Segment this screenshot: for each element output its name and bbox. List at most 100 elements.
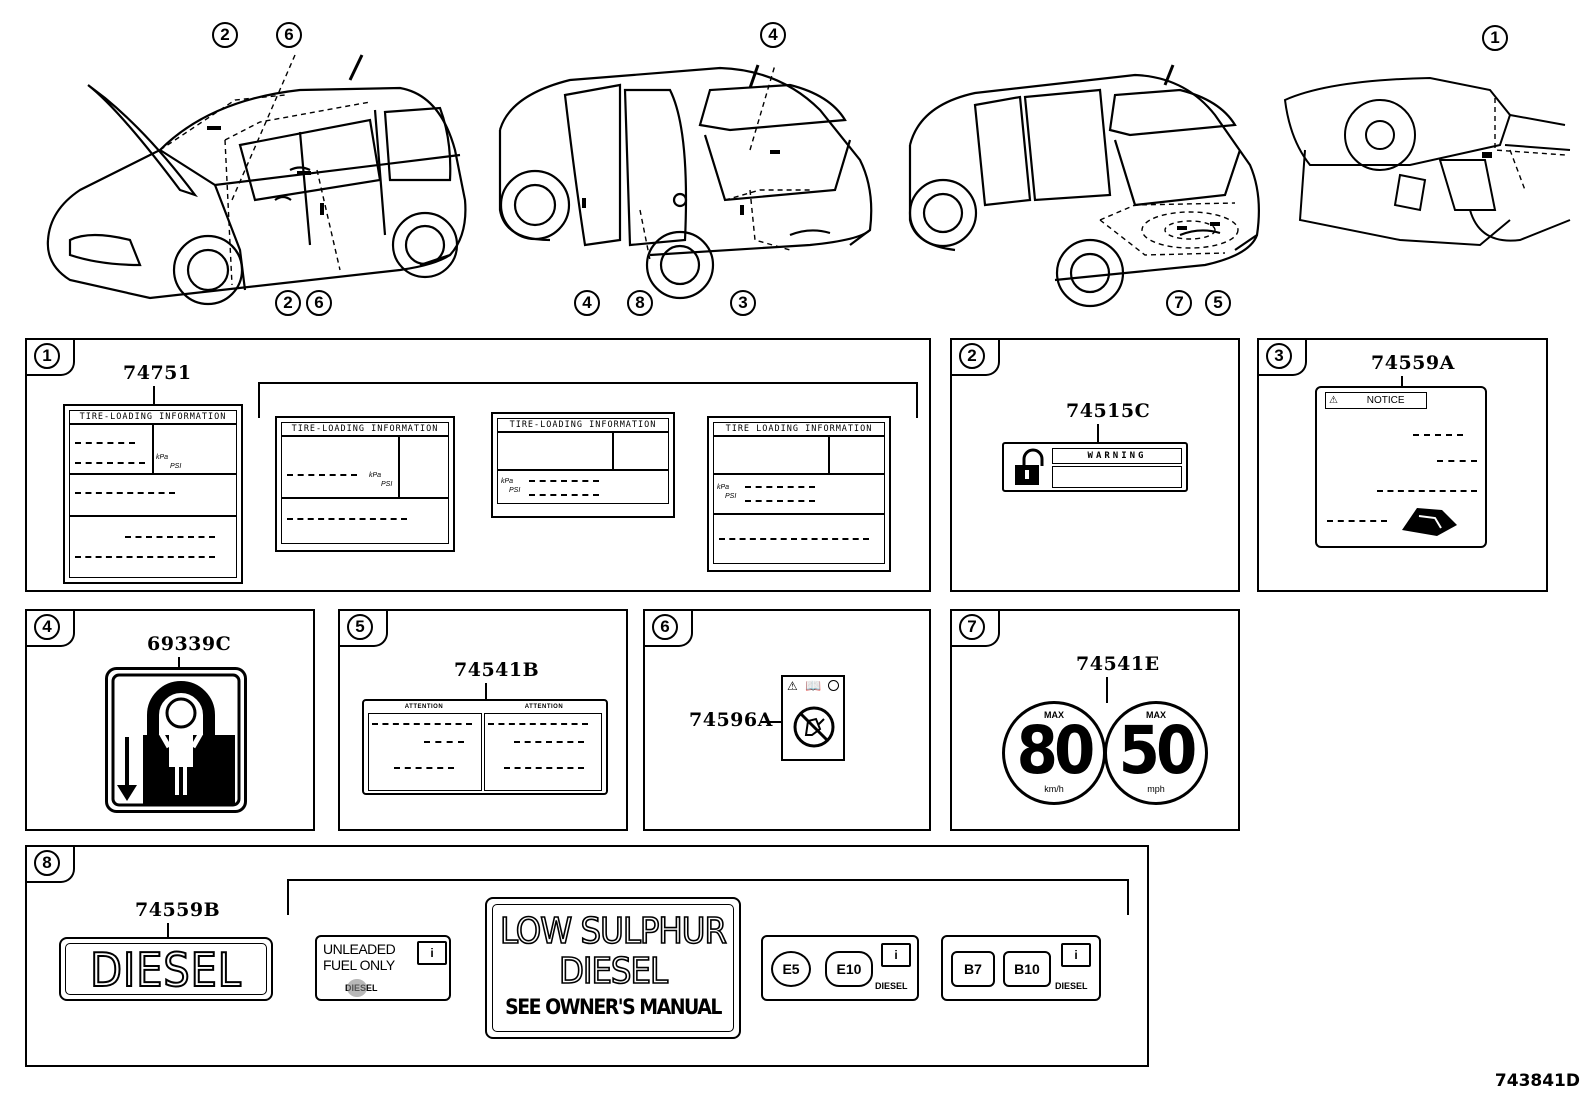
tire-label-c: TIRE-LOADING INFORMATION kPa PSI [491, 412, 675, 518]
notice-label: ⚠ NOTICE [1315, 386, 1487, 548]
part-number-69339C: 69339C [147, 633, 232, 655]
leader-line [1401, 376, 1403, 388]
b10-badge: B10 [1003, 951, 1051, 987]
notice-heading: NOTICE [1366, 395, 1405, 406]
low-sulphur-line2: DIESEL [558, 950, 669, 993]
tire-label-heading: TIRE-LOADING INFORMATION [69, 410, 237, 424]
panel-number: 4 [34, 614, 60, 640]
panel-5-attention: 5 74541B ATTENTION ATTENTION [338, 609, 628, 831]
car-rear-spare-tire-illustration [908, 64, 1260, 308]
kpa-label: kPa [717, 484, 730, 491]
text-placeholder [394, 767, 454, 769]
panel-tab: 3 [1257, 338, 1307, 376]
speed-unit-mph: mph [1147, 784, 1165, 794]
tire-label-heading: TIRE-LOADING INFORMATION [281, 422, 449, 436]
label-section [713, 474, 885, 514]
airbag-warning-label: ⚠ 📖 [781, 675, 845, 761]
tire-label-b: TIRE-LOADING INFORMATION kPa PSI [275, 416, 455, 552]
callout-6-car1-top: 6 [276, 22, 302, 48]
text-placeholder [75, 556, 215, 558]
part-number-74751: 74751 [123, 362, 192, 384]
text-placeholder [424, 741, 464, 743]
text-placeholder [719, 538, 869, 540]
text-placeholder [287, 474, 357, 476]
label-section [829, 436, 885, 474]
attention-label: ATTENTION ATTENTION [362, 699, 608, 795]
attention-right-header: ATTENTION [524, 704, 564, 710]
panel-tab: 8 [25, 845, 75, 883]
panel-2-warning: 2 74515C WARNING [950, 338, 1240, 592]
speed-sign-kmh: MAX 80 km/h [1002, 701, 1106, 805]
no-rear-facing-seat-icon [793, 706, 835, 748]
leader-line [167, 923, 169, 937]
variant-bracket [287, 879, 1129, 915]
part-number-74559B: 74559B [135, 899, 221, 921]
kpa-label: kPa [501, 478, 514, 485]
low-sulphur-inner-frame [492, 904, 734, 1032]
manual-book-icon: 📖 [805, 678, 822, 693]
low-sulphur-line3: SEE OWNER'S MANUAL [505, 995, 722, 1019]
warning-triangle-icon: ⚠ [1329, 395, 1338, 406]
text-placeholder [1413, 434, 1463, 436]
panel-1-tire-loading: 1 74751 TIRE-LOADING INFORMATION kPa PSI… [25, 338, 931, 592]
b7-badge: B7 [951, 951, 995, 987]
label-section [713, 514, 885, 564]
speed-max-label: MAX [1044, 710, 1064, 720]
speed-value-80: 80 [1016, 712, 1096, 789]
callout-8-car2: 8 [627, 290, 653, 316]
panel-number: 5 [347, 614, 373, 640]
label-section [69, 516, 237, 578]
attention-left-header: ATTENTION [404, 704, 444, 710]
text-placeholder [75, 462, 145, 464]
text-placeholder [504, 767, 584, 769]
label-section [613, 432, 669, 470]
text-placeholder [1377, 490, 1477, 492]
warning-triangle-icon: ⚠ [787, 679, 798, 693]
tire-label-a: TIRE-LOADING INFORMATION kPa PSI [63, 404, 243, 584]
leader-line [761, 721, 781, 723]
panel-number: 8 [34, 850, 60, 876]
panel-3-notice: 3 74559A ⚠ NOTICE [1257, 338, 1548, 592]
speed-unit-kmh: km/h [1044, 784, 1064, 794]
speed-sign-mph: MAX 50 mph [1104, 701, 1208, 805]
unleaded-line2: FUEL ONLY [323, 957, 395, 973]
tire-inflation-icon [1402, 508, 1457, 536]
label-section [713, 436, 829, 474]
label-section [69, 474, 237, 516]
attention-right-section [484, 713, 602, 791]
panel-tab: 6 [643, 609, 693, 647]
panel-6-airbag: 6 74596A ⚠ 📖 [643, 609, 931, 831]
leader-line [485, 683, 487, 699]
leader-line [1106, 677, 1108, 703]
callout-6-car1-bottom: 6 [306, 290, 332, 316]
panel-tab: 4 [25, 609, 75, 647]
diesel-inner-frame [65, 943, 267, 995]
part-number-74515C: 74515C [1066, 400, 1151, 422]
manual-book-icon: i [417, 941, 447, 965]
text-placeholder [529, 480, 599, 482]
diesel-text: DIESEL [89, 942, 242, 998]
manual-book-icon: i [881, 943, 911, 967]
callout-7-car3: 7 [1166, 290, 1192, 316]
text-placeholder [1437, 460, 1477, 462]
psi-label: PSI [725, 493, 737, 500]
text-placeholder [75, 492, 175, 494]
label-section [399, 436, 449, 498]
warning-heading: WARNING [1052, 448, 1182, 464]
car-front-hood-open-illustration [46, 54, 467, 306]
psi-label: PSI [381, 481, 393, 488]
text-placeholder [125, 536, 215, 538]
text-placeholder [287, 518, 407, 520]
panel-8-fuel-labels: 8 74559B DIESEL UNLEADED FUEL ONLY i DIE… [25, 845, 1149, 1067]
diagram-code: 743841D [1494, 1071, 1580, 1091]
child-lock-icon [1015, 448, 1044, 485]
diesel-label: DIESEL [59, 937, 273, 1001]
panel-tab: 7 [950, 609, 1000, 647]
part-number-74559A: 74559A [1371, 352, 1455, 374]
warning-label: WARNING [1002, 442, 1188, 492]
car-rear-doors-open-illustration [498, 64, 873, 300]
no-symbol-icon [347, 979, 367, 997]
notice-header: ⚠ NOTICE [1325, 392, 1427, 409]
e-diesel-sub: DIESEL [875, 981, 908, 991]
leader-line [1097, 424, 1099, 444]
